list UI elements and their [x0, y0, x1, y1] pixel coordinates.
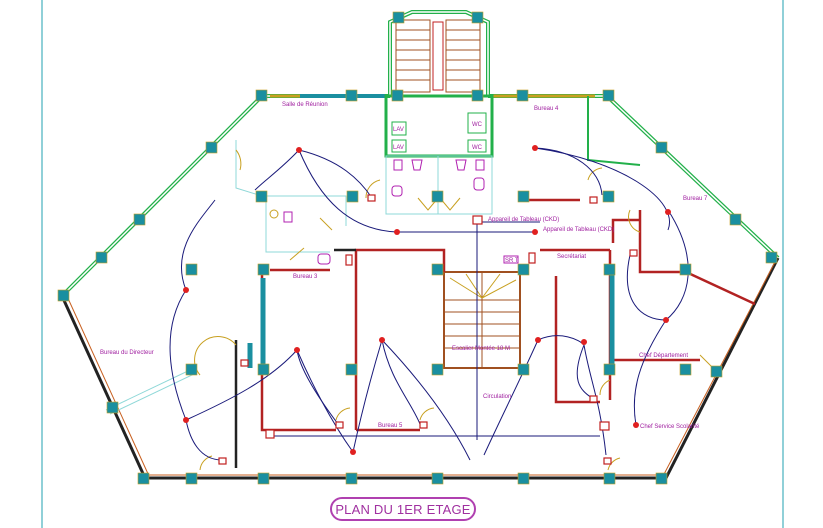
label-wc-3: WC: [472, 122, 483, 128]
drawing-title: PLAN DU 1ER ETAGE: [335, 501, 471, 517]
label-stair-note: Escalier Montée 18 M: [452, 346, 510, 352]
stair-top: [395, 19, 481, 93]
label-secretariat: Secrétariat: [557, 254, 586, 260]
stair-center: [443, 271, 521, 369]
columns: [57, 11, 778, 485]
light-points: [183, 145, 671, 455]
label-meeting-room: Salle de Réunion: [282, 102, 328, 108]
label-wc-2: LAV: [393, 145, 404, 151]
doors: [194, 149, 713, 471]
sanitary-fixtures: [269, 159, 519, 265]
label-panel-2: Appareil de Tableau (CKD): [543, 227, 614, 233]
label-panel-1: Appareil de Tableau (CKD): [488, 217, 559, 223]
exterior-walls: [60, 10, 780, 481]
label-office-mid-left: Bureau 3: [293, 274, 318, 280]
label-office-right: Bureau 7: [683, 196, 708, 202]
label-circulation: Circulation: [483, 394, 511, 400]
label-office-bottom: Bureau 5: [378, 423, 403, 429]
label-director: Bureau du Directeur: [100, 350, 154, 356]
label-wc-1: LAV: [393, 127, 404, 133]
sanitary-cells: [391, 112, 487, 153]
electrical-wiring: [169, 147, 689, 461]
switches: [218, 194, 638, 465]
label-wc-4: WC: [472, 145, 483, 151]
partition-glass: [247, 270, 615, 368]
label-service-head: Chef Service Scolarité: [640, 424, 700, 430]
label-dept-head: Chef Département: [639, 353, 688, 359]
label-office-top-right: Bureau 4: [534, 106, 559, 112]
drawing-title-box: PLAN DU 1ER ETAGE: [330, 497, 476, 521]
label-sr-tag: SR T: [505, 258, 519, 264]
